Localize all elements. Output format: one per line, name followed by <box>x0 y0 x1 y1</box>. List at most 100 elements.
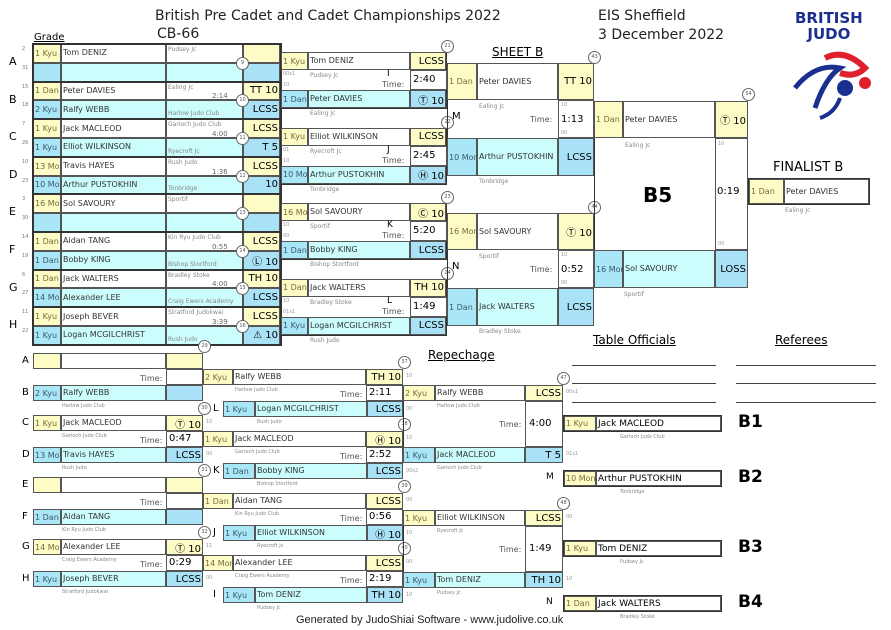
competitor-grade: 1 Dan <box>594 101 623 138</box>
result-name[interactable]: Jack WALTERS <box>596 596 721 611</box>
result-name[interactable]: Arthur PUSTOKHIN <box>596 471 721 486</box>
score-cell[interactable]: LCSS <box>558 288 594 326</box>
competitor-name[interactable]: Peter DAVIES <box>308 90 410 108</box>
competitor-name[interactable]: Aidan TANG <box>61 509 166 525</box>
score-cell[interactable] <box>166 509 203 525</box>
score-cell[interactable] <box>166 477 203 493</box>
competitor-name[interactable]: Jack MACLEOD <box>61 415 166 431</box>
score-cell[interactable]: LCSS <box>366 493 403 509</box>
competitor-name[interactable]: Tom DENIZ <box>255 587 367 603</box>
score-code: 00s1 <box>566 389 579 395</box>
score-cell[interactable]: LCSS <box>525 510 563 526</box>
competitor-name[interactable]: Arthur PUSTOKHIN <box>308 165 410 184</box>
competitor-name[interactable]: Ralfy WEBB <box>233 369 366 385</box>
competitor-name[interactable]: Travis HAYES <box>61 447 166 463</box>
competitor-name[interactable]: Tom DENIZ <box>435 572 525 588</box>
competitor-name[interactable]: Ralfy WEBB <box>61 385 166 401</box>
competitor-name[interactable]: Sol SAVOURY <box>623 250 715 288</box>
result-name[interactable]: Jack MACLEOD <box>596 416 721 431</box>
score-cell[interactable]: LCSS <box>558 138 594 176</box>
competitor-name[interactable]: Alexander LEE <box>61 539 166 555</box>
competitor-grade: 1 Dan <box>281 278 308 297</box>
competitor-name[interactable]: Sol SAVOURY <box>308 203 410 221</box>
competitor-name[interactable]: Jack MACLEOD <box>233 431 366 447</box>
score-cell[interactable]: LCSS <box>410 241 446 259</box>
score-code: 00 <box>718 241 725 247</box>
bout-time: 5:20 <box>413 225 436 236</box>
score-cell[interactable]: LCSS <box>410 127 446 146</box>
competitor-name[interactable]: Bobby KING <box>255 463 367 479</box>
bout-time: 2:40 <box>413 74 436 85</box>
bout-time: 2:11 <box>369 387 392 398</box>
score-cell[interactable]: LCSS <box>367 401 403 417</box>
finalist-club: Ealing Jc <box>785 207 811 214</box>
score-code: 00 <box>283 233 290 239</box>
score-cell[interactable]: Ⓣ 10 <box>410 90 446 108</box>
competitor-name[interactable]: Arthur PUSTOKHIN <box>61 175 166 195</box>
score-cell[interactable] <box>166 385 203 401</box>
competitor-name[interactable]: Alexander LEE <box>233 555 366 571</box>
competitor-name[interactable]: Bobby KING <box>308 241 410 259</box>
competitor-club: Sportif <box>624 291 644 298</box>
score-cell[interactable]: Ⓣ 10 <box>166 415 203 431</box>
score-cell[interactable]: Ⓣ 10 <box>166 539 203 555</box>
competitor-name[interactable]: Ralfy WEBB <box>435 385 525 401</box>
score-cell[interactable]: LCSS <box>410 316 446 335</box>
bout-number-icon: 30 <box>198 402 211 415</box>
competitor-grade: 10 Mon <box>281 165 308 184</box>
score-cell[interactable]: LCSS <box>166 447 203 463</box>
result-name[interactable]: Tom DENIZ <box>596 541 721 556</box>
competitor-name[interactable]: Jack WALTERS <box>308 278 410 297</box>
date-label: 3 December 2022 <box>598 27 725 43</box>
score-cell[interactable]: Ⓗ 10 <box>367 525 403 541</box>
bout-letter: J <box>387 144 390 155</box>
score-cell[interactable]: T 5 <box>525 447 563 463</box>
score-cell[interactable]: Ⓣ 10 <box>715 101 748 138</box>
competitor-name[interactable]: Arthur PUSTOKHIN <box>477 138 558 176</box>
score-cell[interactable]: Ⓣ 10 <box>558 213 594 250</box>
time-box <box>366 385 403 401</box>
score-cell[interactable]: LCSS <box>366 555 403 571</box>
score-cell[interactable]: LCSS <box>243 100 280 120</box>
score-cell[interactable]: LCSS <box>166 571 203 587</box>
score-cell[interactable]: TH 10 <box>366 369 403 385</box>
competitor-name[interactable]: Logan MCGILCHRIST <box>255 401 367 417</box>
competitor-name[interactable]: Tom DENIZ <box>308 52 410 70</box>
score-cell[interactable]: Ⓗ 10 <box>410 165 446 184</box>
time-label: Time: <box>382 306 405 316</box>
score-cell[interactable]: LCSS <box>525 385 563 401</box>
competitor-name[interactable]: Elliot WILKINSON <box>255 525 367 541</box>
finalist-name[interactable]: Peter DAVIES <box>784 179 869 204</box>
competitor-name[interactable]: Peter DAVIES <box>623 101 715 138</box>
competitor-name[interactable]: Elliot WILKINSON <box>435 510 525 526</box>
competitor-name[interactable]: Jack MACLEOD <box>435 447 525 463</box>
competitor-name[interactable]: Sol SAVOURY <box>477 213 558 250</box>
score-cell[interactable]: LCSS <box>367 463 403 479</box>
pool-letter: F <box>22 511 28 522</box>
result-club: Tonbridge <box>620 489 645 495</box>
competitor-name[interactable]: Jack WALTERS <box>477 288 558 326</box>
competitor-name[interactable] <box>61 477 166 493</box>
score-cell[interactable]: Ⓗ 10 <box>366 431 403 447</box>
score-cell[interactable]: TH 10 <box>367 587 403 603</box>
score-cell[interactable]: Ⓒ 10 <box>410 203 446 221</box>
competitor-name[interactable]: Joseph BEVER <box>61 571 166 587</box>
score-cell[interactable]: LCSS <box>410 52 446 70</box>
score-cell[interactable] <box>166 353 203 369</box>
bout-time: 2:19 <box>369 573 392 584</box>
competitor-name[interactable]: Aidan TANG <box>233 493 366 509</box>
score-code: 10 <box>283 297 290 304</box>
time-box <box>525 401 563 447</box>
competitor-club: Stratford Judokwai <box>62 589 109 595</box>
score-cell[interactable]: TH 10 <box>410 278 446 297</box>
result-club: Bradley Stoke <box>620 614 655 620</box>
competitor-name[interactable] <box>61 353 166 369</box>
bout-number-icon: 32 <box>198 526 211 539</box>
score-code: 10 <box>406 530 413 536</box>
score-cell[interactable]: LOSS <box>715 250 748 288</box>
competitor-name[interactable]: Logan MCGILCHRIST <box>308 316 410 335</box>
competitor-name[interactable]: Elliot WILKINSON <box>308 127 410 146</box>
competitor-name[interactable]: Peter DAVIES <box>477 63 558 100</box>
score-cell[interactable]: TH 10 <box>525 572 563 588</box>
score-cell[interactable]: TT 10 <box>558 63 594 100</box>
